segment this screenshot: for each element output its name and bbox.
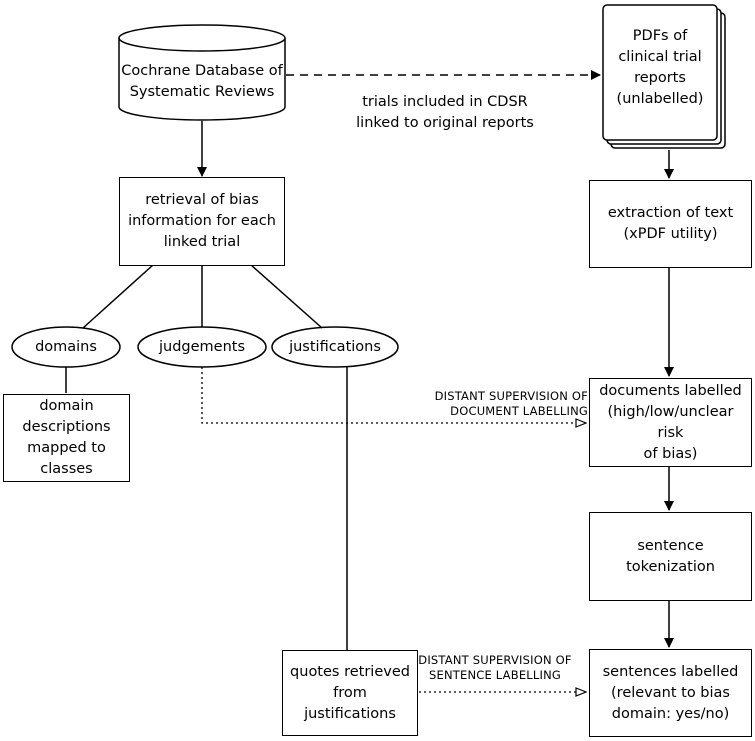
domains-label: domains xyxy=(35,339,97,355)
cdsr-label: Cochrane Database of Systematic Reviews xyxy=(121,63,283,100)
justifications-label: justifications xyxy=(289,339,381,355)
judgements-label: judgements xyxy=(158,339,246,355)
distant-supervision-sentence-label: DISTANT SUPERVISION OF SENTENCE LABELLIN… xyxy=(418,653,572,682)
trials-included-label: trials included in CDSR linked to origin… xyxy=(356,94,534,131)
retrieval-box: retrieval of bias information for each l… xyxy=(119,177,285,266)
pdfs-label: PDFs of clinical trial reports (unlabell… xyxy=(616,28,704,107)
distant-supervision-document-label: DISTANT SUPERVISION OF DOCUMENT LABELLIN… xyxy=(434,389,588,418)
documents-labelled-box: documents labelled (high/low/unclear ris… xyxy=(589,378,752,467)
justifications-ellipse xyxy=(271,326,399,368)
quotes-retrieved-box: quotes retrieved from justifications xyxy=(282,650,418,736)
pdfs-stack xyxy=(602,4,726,149)
sentence-tokenization-box: sentence tokenization xyxy=(589,512,752,601)
cdsr-cylinder xyxy=(118,24,286,121)
sentences-labelled-box: sentences labelled (relevant to bias dom… xyxy=(589,649,752,737)
edge-retrieval-to-domains xyxy=(82,264,154,329)
domain-descriptions-box: domain descriptions mapped to classes xyxy=(3,394,130,482)
edge-judgements-to-documents xyxy=(201,367,586,423)
edge-retrieval-to-justifications xyxy=(250,264,323,329)
extraction-box: extraction of text (xPDF utility) xyxy=(589,180,752,268)
